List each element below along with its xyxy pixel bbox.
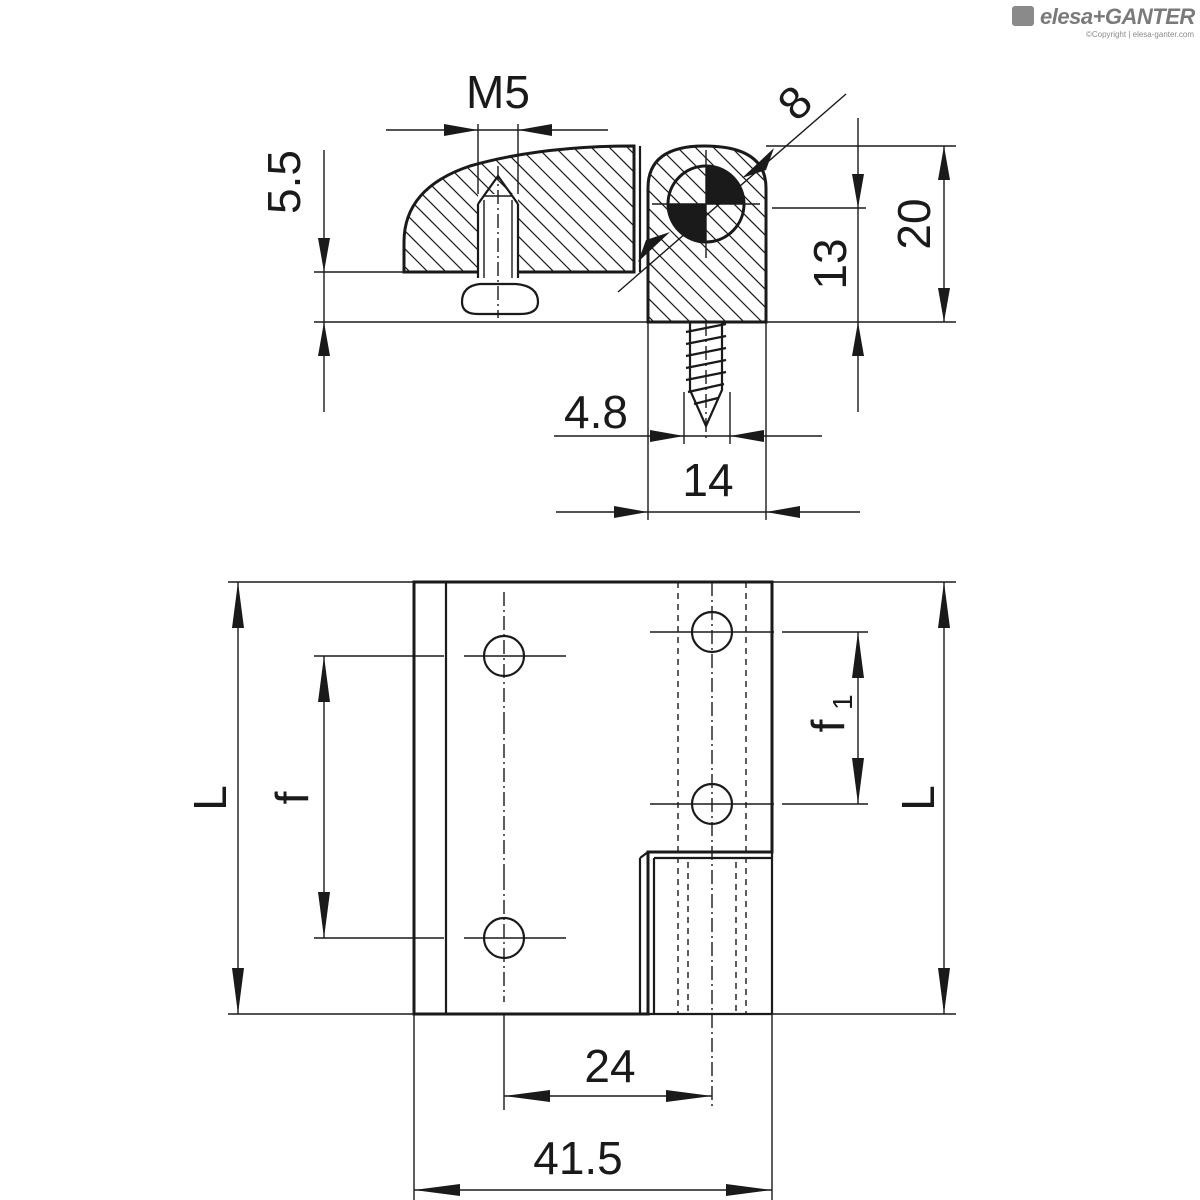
left-hole-lower [464, 876, 566, 1002]
hatch-line [601, 146, 634, 272]
dim-pitch-f1: f 1 [802, 694, 858, 732]
front-view [412, 580, 774, 1110]
hatch-line [648, 146, 753, 322]
right-hole-lower [650, 782, 774, 826]
hatch-line [404, 146, 491, 272]
dim-pitch-f1-main: f [802, 719, 854, 732]
left-hole-upper [464, 592, 566, 720]
dim-pitch-f: f [266, 791, 318, 804]
dim-height-13: 13 [804, 238, 856, 289]
dim-pitch-f1-sub: 1 [827, 694, 858, 710]
hatch-line [547, 146, 634, 272]
body-outline [402, 144, 636, 274]
brand-name: elesa+GANTER [1040, 4, 1195, 29]
hatch-line [529, 146, 634, 272]
dim-width-41-5: 41.5 [533, 1132, 623, 1184]
hatch-line [511, 146, 634, 272]
hatch-line [583, 146, 634, 272]
dim-length-l-left: L [184, 785, 236, 811]
right-hole-upper [650, 610, 774, 654]
brand-copyright: ©Copyright | elesa-ganter.com [1085, 30, 1194, 39]
hatch-line [705, 146, 766, 322]
brand-logo: elesa+GANTER ©Copyright | elesa-ganter.c… [1012, 4, 1195, 44]
hatch-line [404, 146, 545, 272]
screw-head [460, 282, 540, 316]
hatch-line [648, 146, 766, 322]
dim-length-l-right: L [892, 785, 944, 811]
hatch-line [475, 146, 617, 272]
logo-mark-icon [1012, 6, 1034, 26]
hatch-line [648, 146, 717, 322]
front-outline [412, 580, 774, 1016]
dim-thread-m5: M5 [466, 66, 530, 118]
dim-width-4-8: 4.8 [564, 386, 628, 438]
wood-screw [685, 320, 727, 440]
pin-outline [646, 144, 768, 324]
hatch-line [565, 146, 634, 272]
top-dimensions: M5 8 5.5 20 13 4.8 [258, 66, 956, 520]
dim-height-5-5: 5.5 [258, 150, 310, 214]
hatch-line [651, 146, 766, 322]
hatch-line [404, 146, 437, 272]
front-dimensions: L f f 1 L 24 41.5 [184, 581, 956, 1200]
hatch-line [648, 146, 766, 322]
top-section-view [402, 144, 768, 440]
hatch-line [648, 146, 699, 322]
hatch-line [404, 146, 473, 272]
dim-spacing-24: 24 [584, 1040, 635, 1092]
hatch-line [648, 146, 735, 322]
hatch-line [404, 146, 455, 272]
dim-width-14: 14 [682, 454, 733, 506]
dim-height-20: 20 [888, 198, 940, 249]
